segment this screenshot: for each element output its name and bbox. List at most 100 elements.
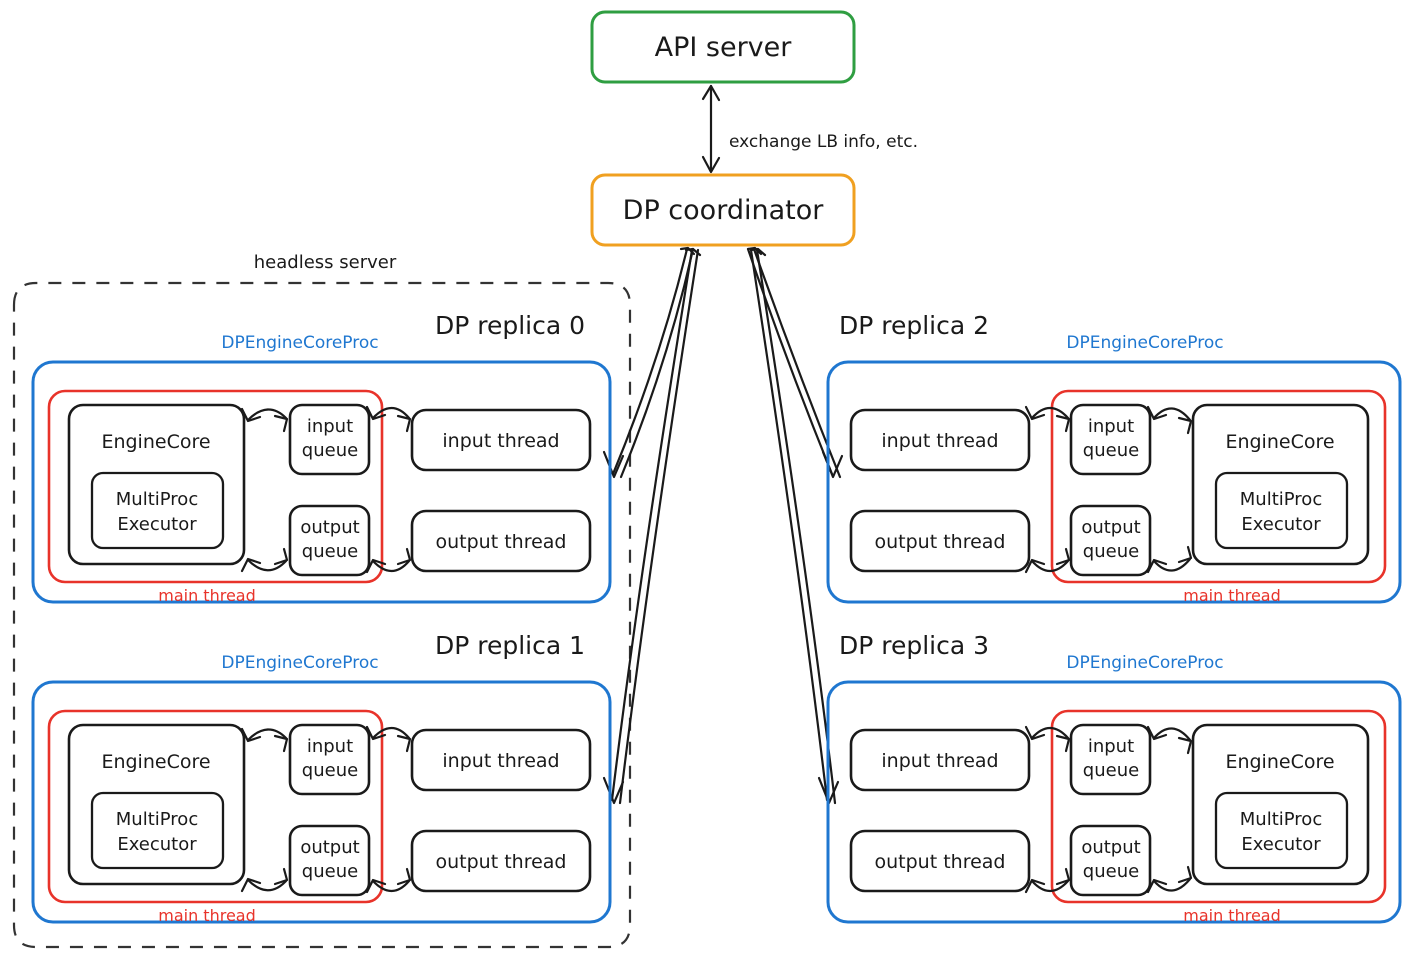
dp-replica-2-proc-label: DPEngineCoreProc: [1066, 333, 1223, 353]
dp-replica-3-proc-label: DPEngineCoreProc: [1066, 653, 1223, 673]
dp-replica-2-input-queue-line2: queue: [1083, 440, 1139, 461]
dp-replica-0-proc-label: DPEngineCoreProc: [221, 333, 378, 353]
headless-server-group: headless server: [12, 252, 632, 949]
dp-replica-3-engine-core-label: EngineCore: [1225, 751, 1334, 773]
dp-replica-1-connectors: [240, 725, 412, 894]
dp-replica-2-title: DP replica 2: [839, 311, 989, 340]
dp-replica-0-input-queue-line1: input: [307, 416, 353, 437]
dp-replica-1[interactable]: DP replica 1 DPEngineCoreProc main threa…: [31, 631, 612, 925]
dp-coordinator-label: DP coordinator: [623, 195, 825, 226]
dp-replica-0-multiproc-line2: Executor: [117, 514, 197, 535]
dp-replica-3-output-thread-box: [849, 829, 1031, 893]
dp-replica-3-output-queue-line1: output: [1081, 837, 1140, 858]
dp-replica-2-engine-core-label: EngineCore: [1225, 431, 1334, 453]
dp-replica-1-multiproc-line1: MultiProc: [116, 809, 198, 830]
headless-server-boundary: [12, 281, 632, 949]
dp-replica-3-input-queue-line1: input: [1088, 736, 1134, 757]
dp-replica-3-output-queue-box: [1069, 824, 1152, 897]
dp-replica-3-title: DP replica 3: [839, 631, 989, 660]
dp-replica-0-output-queue-line2: queue: [302, 541, 358, 562]
dp-replica-0[interactable]: DP replica 0 DPEngineCoreProc main threa…: [31, 311, 612, 605]
dp-replica-0-title: DP replica 0: [435, 311, 585, 340]
dp-replica-1-output-thread-label: output thread: [436, 851, 567, 873]
dp-replica-1-output-queue-line2: queue: [302, 861, 358, 882]
dp-replica-1-engine-core-label: EngineCore: [101, 751, 210, 773]
dp-replica-1-input-queue-line2: queue: [302, 760, 358, 781]
dp-replica-2-multiproc-executor-box: [1214, 471, 1349, 550]
dp-replica-0-output-thread-box: [410, 509, 592, 573]
dp-replica-1-input-thread-label: input thread: [442, 750, 559, 772]
dp-replica-1-input-thread-box: [410, 728, 592, 792]
dp-replica-3-proc-box: [826, 680, 1402, 924]
dp-replica-3-connectors: [1024, 725, 1193, 894]
dp-replica-1-title: DP replica 1: [435, 631, 585, 660]
dp-replica-0-engine-core-label: EngineCore: [101, 431, 210, 453]
api-coordinator-arrow: exchange LB info, etc.: [701, 84, 918, 174]
dp-replica-3-multiproc-line2: Executor: [1241, 834, 1321, 855]
api-server-node[interactable]: API server: [590, 10, 856, 84]
dp-replica-2-multiproc-line1: MultiProc: [1240, 489, 1322, 510]
exchange-info-label: exchange LB info, etc.: [729, 132, 918, 152]
dp-replica-3-input-queue-line2: queue: [1083, 760, 1139, 781]
dp-replica-0-main-thread-box: [47, 389, 384, 584]
dp-replica-0-input-thread-box: [410, 408, 592, 472]
dp-replica-2-main-thread-box: [1050, 389, 1387, 584]
dp-replica-2-main-thread-label: main thread: [1183, 586, 1281, 605]
dp-replica-1-multiproc-executor-box: [90, 791, 225, 870]
dp-replica-1-proc-box: [31, 680, 612, 924]
headless-server-label: headless server: [254, 252, 397, 273]
dp-replica-0-main-thread-label: main thread: [158, 586, 256, 605]
dp-replica-0-multiproc-line1: MultiProc: [116, 489, 198, 510]
dp-replica-0-proc-box: [31, 360, 612, 604]
dp-replica-2-output-thread-box: [849, 509, 1031, 573]
dp-replica-0-multiproc-executor-box: [90, 471, 225, 550]
dp-coordinator-node[interactable]: DP coordinator: [590, 173, 856, 247]
dp-replica-3-main-thread-box: [1050, 709, 1387, 904]
dp-replica-1-output-thread-box: [410, 829, 592, 893]
dp-replica-1-output-queue-line1: output: [300, 837, 359, 858]
dp-replica-2-output-thread-label: output thread: [875, 531, 1006, 553]
dp-replica-1-proc-label: DPEngineCoreProc: [221, 653, 378, 673]
dp-replica-1-output-queue-box: [288, 824, 371, 897]
dp-replica-1-main-thread-label: main thread: [158, 906, 256, 925]
dp-replica-2-multiproc-line2: Executor: [1241, 514, 1321, 535]
dp-replica-3-output-thread-label: output thread: [875, 851, 1006, 873]
dp-coordinator-box: [590, 173, 856, 247]
dp-replica-2-input-thread-label: input thread: [881, 430, 998, 452]
dp-replica-0-output-queue-box: [288, 504, 371, 577]
dp-replica-0-input-thread-label: input thread: [442, 430, 559, 452]
dp-replica-2-output-queue-line2: queue: [1083, 541, 1139, 562]
dp-replica-0-engine-core-box: [67, 403, 246, 566]
dp-replica-2-proc-box: [826, 360, 1402, 604]
dp-replica-2-output-queue-box: [1069, 504, 1152, 577]
dp-replica-2-connectors: [1024, 405, 1193, 574]
dp-replica-1-engine-core-box: [67, 723, 246, 886]
coordinator-replica-arrows: [602, 246, 844, 805]
dp-replica-3-main-thread-label: main thread: [1183, 906, 1281, 925]
dp-replica-0-input-queue-line2: queue: [302, 440, 358, 461]
dp-replica-2[interactable]: DP replica 2 DPEngineCoreProc main threa…: [826, 311, 1402, 605]
dp-replica-3-multiproc-line1: MultiProc: [1240, 809, 1322, 830]
dp-replica-0-output-queue-line1: output: [300, 517, 359, 538]
dp-replica-3-input-thread-box: [849, 728, 1031, 792]
dp-replica-0-connectors: [240, 405, 412, 574]
dp-replica-1-input-queue-box: [288, 723, 371, 796]
dp-replica-1-main-thread-box: [47, 709, 384, 904]
dp-replica-0-output-thread-label: output thread: [436, 531, 567, 553]
dp-replica-2-input-thread-box: [849, 408, 1031, 472]
dp-replica-2-input-queue-box: [1069, 403, 1152, 476]
api-server-box: [590, 10, 856, 84]
dp-replica-3-output-queue-line2: queue: [1083, 861, 1139, 882]
dp-replica-2-input-queue-line1: input: [1088, 416, 1134, 437]
dp-replica-3[interactable]: DP replica 3 DPEngineCoreProc main threa…: [826, 631, 1402, 925]
dp-replica-1-multiproc-line2: Executor: [117, 834, 197, 855]
dp-replica-3-multiproc-executor-box: [1214, 791, 1349, 870]
dp-replica-2-output-queue-line1: output: [1081, 517, 1140, 538]
dp-replica-3-engine-core-box: [1191, 723, 1370, 886]
dp-replica-2-engine-core-box: [1191, 403, 1370, 566]
dp-replica-0-input-queue-box: [288, 403, 371, 476]
api-server-label: API server: [655, 32, 793, 63]
dp-replica-3-input-queue-box: [1069, 723, 1152, 796]
dp-replica-1-input-queue-line1: input: [307, 736, 353, 757]
